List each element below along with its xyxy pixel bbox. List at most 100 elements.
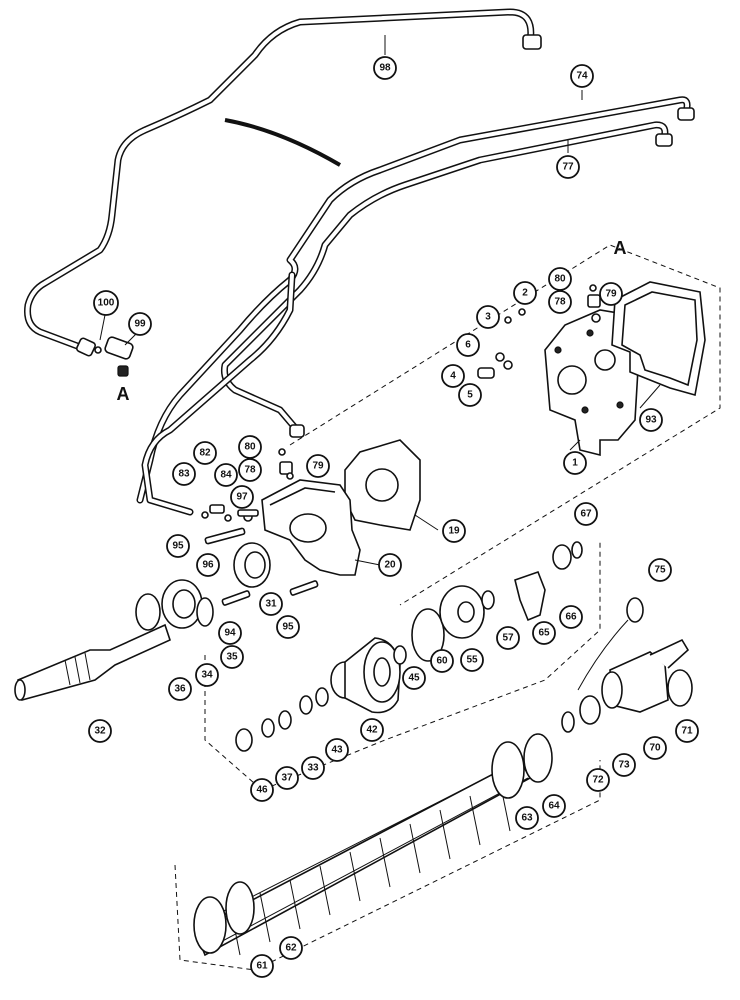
callout-circle bbox=[373, 56, 397, 80]
callout-label: 71 bbox=[681, 726, 693, 737]
callout-80a: 80 bbox=[548, 267, 572, 291]
housing-20 bbox=[261, 479, 361, 576]
part-4 bbox=[477, 367, 495, 379]
callout-label: 2 bbox=[522, 288, 528, 299]
drum-42 bbox=[330, 637, 401, 714]
callout-36: 36 bbox=[168, 677, 192, 701]
callout-circle bbox=[458, 383, 482, 407]
callout-42: 42 bbox=[360, 718, 384, 742]
ring-33 bbox=[278, 710, 292, 730]
callout-label: 79 bbox=[605, 289, 617, 300]
callout-circle bbox=[612, 753, 636, 777]
plate-63 bbox=[491, 741, 525, 799]
ring-57 bbox=[481, 590, 495, 610]
callout-label: 80 bbox=[554, 274, 566, 285]
callout-31: 31 bbox=[259, 592, 283, 616]
callout-95a: 95 bbox=[166, 534, 190, 558]
callout-100: 100 bbox=[93, 290, 119, 316]
callout-19: 19 bbox=[442, 519, 466, 543]
callout-65: 65 bbox=[532, 621, 556, 645]
callout-label: 61 bbox=[256, 961, 268, 972]
callout-label: 79 bbox=[312, 461, 324, 472]
callout-label: 99 bbox=[134, 319, 146, 330]
callout-circle bbox=[230, 485, 254, 509]
part-78-upper bbox=[587, 294, 601, 308]
callout-label: 93 bbox=[645, 415, 657, 426]
callout-82: 82 bbox=[193, 441, 217, 465]
callout-74: 74 bbox=[570, 64, 594, 88]
callout-circle bbox=[639, 408, 663, 432]
callout-circle bbox=[476, 305, 500, 329]
callout-circle bbox=[220, 645, 244, 669]
callout-circle bbox=[214, 463, 238, 487]
callout-63: 63 bbox=[515, 806, 539, 830]
ring-35 bbox=[196, 597, 214, 627]
callout-83: 83 bbox=[172, 462, 196, 486]
callout-circle bbox=[574, 502, 598, 526]
callout-label: 5 bbox=[467, 390, 473, 401]
bearing-34 bbox=[161, 579, 203, 629]
callout-label: 20 bbox=[384, 560, 396, 571]
part-6 bbox=[495, 352, 505, 362]
callout-label: 66 bbox=[565, 612, 577, 623]
callout-35: 35 bbox=[220, 645, 244, 669]
callout-61: 61 bbox=[250, 954, 274, 978]
callout-circle bbox=[193, 441, 217, 465]
washer-73 bbox=[579, 695, 601, 725]
callout-97: 97 bbox=[230, 485, 254, 509]
callout-circle bbox=[195, 663, 219, 687]
callout-label: 98 bbox=[379, 63, 391, 74]
callout-circle bbox=[515, 806, 539, 830]
washer-66 bbox=[552, 544, 572, 570]
callout-label: 78 bbox=[244, 465, 256, 476]
callout-43: 43 bbox=[325, 738, 349, 762]
plate-61 bbox=[193, 896, 227, 954]
callout-label: 67 bbox=[580, 509, 592, 520]
shaft-32 bbox=[14, 623, 171, 701]
leader-lines bbox=[99, 35, 661, 566]
callout-circle bbox=[196, 553, 220, 577]
callout-62: 62 bbox=[279, 936, 303, 960]
callout-71: 71 bbox=[675, 719, 699, 743]
piston-55 bbox=[439, 585, 485, 639]
callout-circle bbox=[430, 649, 454, 673]
callout-circle bbox=[441, 364, 465, 388]
ring-46 bbox=[235, 728, 253, 752]
callout-label: 60 bbox=[436, 656, 448, 667]
callout-66: 66 bbox=[559, 605, 583, 629]
callout-label: 73 bbox=[618, 760, 630, 771]
tube-98 bbox=[24, 8, 542, 354]
callout-2: 2 bbox=[513, 281, 537, 305]
callout-circle bbox=[586, 768, 610, 792]
callout-label: 62 bbox=[285, 943, 297, 954]
part-82 bbox=[209, 504, 225, 514]
part-83 bbox=[201, 511, 209, 519]
callout-circle bbox=[556, 155, 580, 179]
callout-circle bbox=[460, 648, 484, 672]
ref-mark-A-upper: A bbox=[614, 238, 627, 258]
part-80-upper bbox=[589, 284, 597, 292]
washer-75 bbox=[626, 597, 644, 623]
group-outline-middle bbox=[204, 540, 601, 791]
part-2 bbox=[518, 308, 526, 316]
callout-46: 46 bbox=[250, 778, 274, 802]
ring-71 bbox=[667, 669, 693, 707]
callout-label: 65 bbox=[538, 628, 550, 639]
gasket-19 bbox=[344, 439, 421, 531]
callout-circle bbox=[402, 666, 426, 690]
callout-96: 96 bbox=[196, 553, 220, 577]
callout-5: 5 bbox=[458, 383, 482, 407]
tube-end-fitting bbox=[289, 424, 305, 438]
callout-98: 98 bbox=[373, 56, 397, 80]
callout-60: 60 bbox=[430, 649, 454, 673]
part-79-upper bbox=[591, 313, 601, 323]
callout-circle bbox=[563, 451, 587, 475]
ring-43a bbox=[315, 687, 329, 707]
callout-57: 57 bbox=[496, 626, 520, 650]
callout-label: 72 bbox=[592, 775, 604, 786]
ring-60 bbox=[411, 608, 445, 662]
group-outline-upper bbox=[289, 244, 721, 606]
callout-circle bbox=[128, 312, 152, 336]
bolt-95-lower bbox=[289, 580, 319, 596]
